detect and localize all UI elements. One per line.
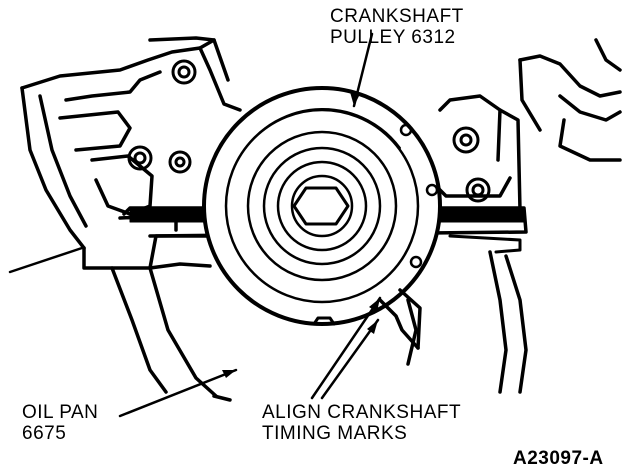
leader-arrowheads xyxy=(222,92,380,378)
front-cover-right xyxy=(434,38,622,212)
leader-lines xyxy=(8,32,382,418)
figure-id-label: A23097-A xyxy=(513,448,604,469)
oil-pan-label: OIL PAN 6675 xyxy=(22,402,98,444)
crankshaft-pulley-label-line1: CRANKSHAFT xyxy=(330,6,464,27)
crankshaft-pulley-label: CRANKSHAFT PULLEY 6312 xyxy=(330,6,464,48)
timing-marks-label: ALIGN CRANKSHAFT TIMING MARKS xyxy=(262,402,461,444)
crankshaft-pulley xyxy=(202,86,442,326)
oil-pan-label-line1: OIL PAN xyxy=(22,402,99,423)
timing-pointer xyxy=(378,288,422,350)
crankshaft-pulley-label-line2: PULLEY 6312 xyxy=(330,27,456,48)
oil-pan xyxy=(110,250,528,402)
timing-marks-label-line2: TIMING MARKS xyxy=(262,423,408,444)
oil-pan-label-line2: 6675 xyxy=(22,423,67,444)
bolt-icons-right xyxy=(452,126,491,203)
timing-marks-label-line1: ALIGN CRANKSHAFT xyxy=(262,402,462,423)
hex-nut-icon xyxy=(292,186,350,226)
pulley-timing-notch xyxy=(312,316,336,326)
bolt-icons-left xyxy=(127,59,197,174)
